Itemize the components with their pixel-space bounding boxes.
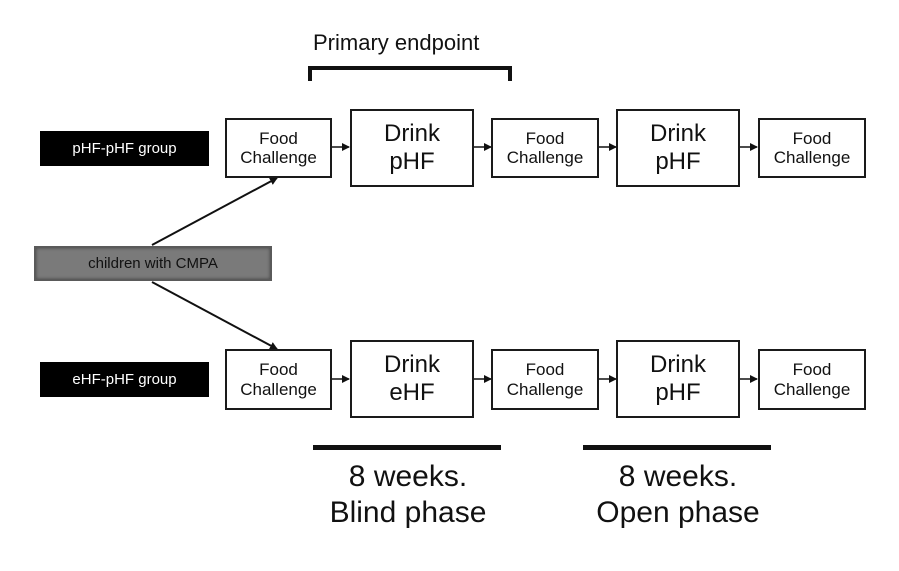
source-box-children-with-cmpa: children with CMPA — [34, 246, 272, 281]
arrow-to-ehf-group — [151, 281, 278, 350]
open-phase-bar — [583, 445, 771, 450]
primary-endpoint-label: Primary endpoint — [313, 30, 480, 55]
arrow-to-phf-group — [151, 177, 278, 246]
group-label-phf-phf: pHF-pHF group — [40, 131, 209, 166]
group-label-ehf-phf: eHF-pHF group — [40, 362, 209, 397]
blind-phase-label: 8 weeks. Blind phase — [329, 460, 487, 529]
open-phase-label: 8 weeks. Open phase — [596, 460, 760, 529]
primary-endpoint-bracket — [308, 66, 512, 81]
blind-phase-bar — [313, 445, 501, 450]
